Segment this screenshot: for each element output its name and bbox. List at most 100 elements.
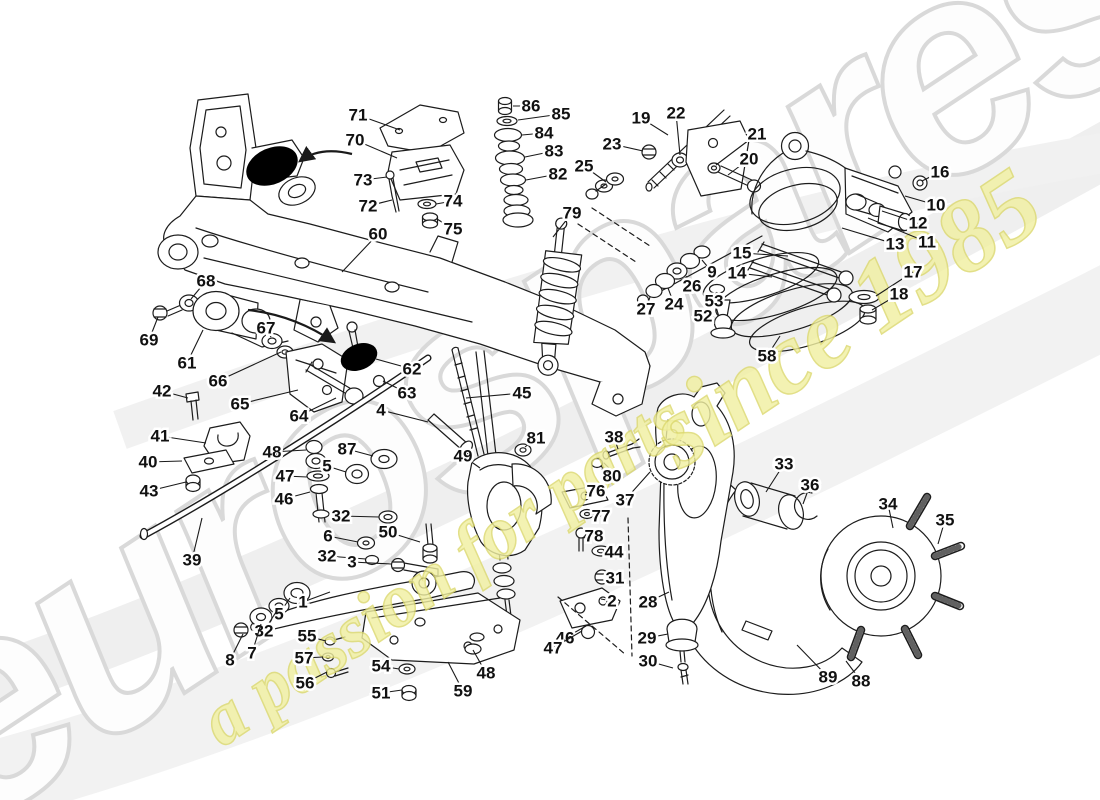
part-callout-73: 73 — [351, 168, 388, 192]
leader-line-65 — [239, 389, 299, 405]
part-number-32: 32 — [332, 507, 351, 526]
part-number-82: 82 — [549, 165, 568, 184]
part-callout-12: 12 — [881, 210, 930, 235]
part-number-59: 59 — [454, 682, 473, 701]
upper-wishbone-drawing — [585, 109, 928, 339]
part-callout-5: 5 — [272, 597, 291, 626]
leader-line-26 — [685, 275, 693, 287]
part-number-45: 45 — [513, 384, 532, 403]
leader-line-74 — [435, 200, 454, 205]
part-number-42: 42 — [153, 382, 172, 401]
part-number-84: 84 — [535, 124, 554, 143]
shock-absorber-drawing — [533, 217, 583, 376]
part-number-36: 36 — [801, 476, 820, 495]
leader-line-15 — [741, 252, 789, 257]
part-callout-52: 52 — [691, 304, 715, 328]
part-number-32: 32 — [318, 547, 337, 566]
part-callout-41: 41 — [148, 424, 207, 448]
leader-line-51 — [380, 689, 403, 694]
part-callout-56: 56 — [293, 671, 328, 695]
anti-roll-bar-drawing — [139, 354, 432, 541]
leader-line-10 — [904, 195, 937, 206]
leader-line-33 — [765, 463, 785, 493]
part-number-5: 5 — [274, 605, 283, 624]
part-number-3: 3 — [347, 553, 356, 572]
part-number-39: 39 — [183, 551, 202, 570]
part-callout-63: 63 — [382, 380, 419, 405]
part-number-88: 88 — [852, 672, 871, 691]
leader-line-17 — [875, 271, 914, 297]
part-number-49: 49 — [454, 447, 473, 466]
leader-line-55 — [306, 635, 327, 642]
part-number-35: 35 — [936, 511, 955, 530]
part-callout-21: 21 — [715, 122, 769, 166]
part-callout-46: 46 — [272, 487, 311, 511]
part-number-89: 89 — [819, 668, 838, 687]
part-callout-83: 83 — [524, 139, 566, 163]
part-callout-26: 26 — [680, 274, 704, 298]
part-number-57: 57 — [295, 649, 314, 668]
part-callout-78: 78 — [582, 524, 606, 548]
leader-line-36 — [802, 484, 811, 505]
leader-line-60 — [341, 233, 379, 273]
part-number-55: 55 — [298, 627, 317, 646]
part-callout-72: 72 — [356, 194, 393, 218]
leader-line-63 — [382, 380, 408, 394]
part-callout-82: 82 — [525, 162, 570, 186]
part-number-8: 8 — [225, 651, 234, 670]
part-callout-79: 79 — [552, 201, 584, 238]
part-number-12: 12 — [909, 214, 928, 233]
part-number-6: 6 — [323, 527, 332, 546]
part-callout-38: 38 — [602, 425, 626, 450]
part-callout-29: 29 — [635, 626, 669, 650]
leader-line-19 — [640, 117, 669, 136]
leader-line-77 — [588, 512, 602, 517]
part-number-60: 60 — [369, 225, 388, 244]
part-callout-65: 65 — [228, 389, 299, 416]
leader-line-48 — [271, 449, 307, 453]
part-callout-67: 67 — [254, 316, 278, 340]
leader-line-87 — [346, 448, 374, 457]
part-number-20: 20 — [740, 150, 759, 169]
part-callout-55: 55 — [295, 624, 327, 648]
leader-line-9 — [701, 259, 713, 273]
leader-line-57 — [303, 656, 324, 659]
leader-line-1 — [302, 591, 331, 603]
part-callout-31: 31 — [603, 566, 627, 590]
part-callout-16: 16 — [921, 160, 952, 184]
part-callout-27: 27 — [634, 296, 658, 321]
watermark-swoosh — [0, 121, 1100, 800]
leader-line-32 — [340, 515, 380, 518]
subframe-drawing — [157, 93, 651, 417]
leader-line-7 — [251, 623, 262, 654]
leader-line-81 — [524, 437, 537, 448]
leader-line-79 — [552, 212, 573, 238]
pointer-arrow — [298, 145, 353, 163]
part-callout-19: 19 — [629, 106, 669, 136]
part-callout-11: 11 — [867, 217, 938, 254]
part-number-86: 86 — [522, 97, 541, 116]
part-number-2: 2 — [607, 592, 616, 611]
part-callout-53: 53 — [702, 289, 726, 313]
leader-line-4 — [380, 409, 429, 423]
part-number-53: 53 — [705, 292, 724, 311]
leader-line-2 — [600, 598, 613, 602]
part-callout-32: 32 — [315, 544, 367, 568]
part-number-33: 33 — [775, 455, 794, 474]
leader-line-69 — [148, 316, 159, 341]
part-callout-22: 22 — [664, 101, 688, 156]
part-callout-49: 49 — [451, 444, 481, 469]
part-number-17: 17 — [904, 263, 923, 282]
leader-line-67 — [265, 327, 272, 338]
part-number-29: 29 — [638, 629, 657, 648]
leader-line-12 — [881, 210, 919, 224]
part-callout-75: 75 — [436, 217, 465, 241]
leader-line-32 — [326, 555, 367, 560]
part-callout-61: 61 — [175, 329, 204, 375]
part-number-77: 77 — [592, 507, 611, 526]
part-callout-23: 23 — [600, 132, 644, 156]
part-number-41: 41 — [151, 427, 170, 446]
part-number-72: 72 — [359, 197, 378, 216]
